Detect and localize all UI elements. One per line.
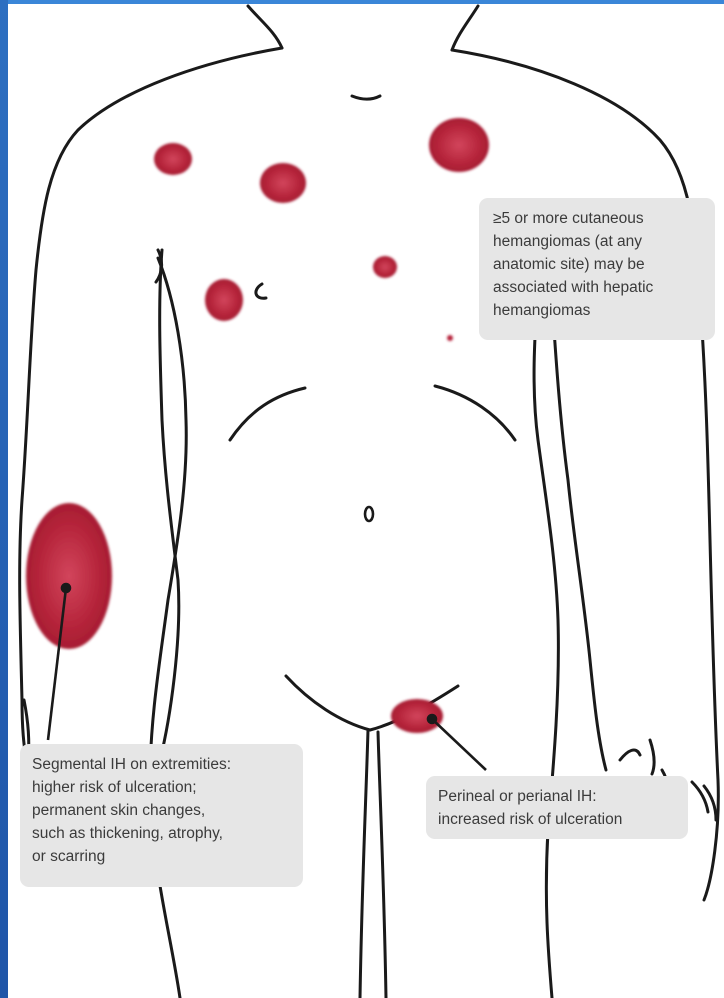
neck-right-outline <box>452 6 478 50</box>
callout-hepatic-hemangiomas: ≥5 or more cutaneous hemangiomas (at any… <box>479 198 715 340</box>
lesion-chest-center <box>260 163 306 203</box>
callout-segmental-ih: Segmental IH on extremities: higher risk… <box>20 744 303 887</box>
lesion-pectoral-left <box>205 279 243 321</box>
lesion-chest-left <box>154 143 192 175</box>
left-torso-outline <box>150 258 186 998</box>
left-rib-arc <box>230 388 305 440</box>
leader-dot-segmental <box>62 584 70 592</box>
leader-line-perineal <box>432 719 486 770</box>
nipple-mark <box>256 284 266 298</box>
right-inner-leg <box>378 732 386 998</box>
leader-dot-perineal <box>428 715 436 723</box>
right-inner-arm-outline <box>552 300 606 770</box>
lesion-group <box>26 118 489 733</box>
left-groin-line <box>286 676 370 730</box>
neck-left-outline <box>248 6 282 48</box>
lesion-shoulder-right <box>429 118 489 172</box>
left-inner-leg <box>360 730 368 998</box>
sternum-mark <box>352 96 380 99</box>
lesion-chest-small <box>373 256 397 278</box>
lesion-dot <box>447 335 453 341</box>
lesion-segmental-arm <box>26 503 112 649</box>
callout-perineal-ih: Perineal or perianal IH: increased risk … <box>426 776 688 839</box>
navel <box>365 507 373 521</box>
right-rib-arc <box>435 386 515 440</box>
right-torso-outline <box>534 250 558 998</box>
right-shoulder-arm-outline <box>452 50 718 900</box>
